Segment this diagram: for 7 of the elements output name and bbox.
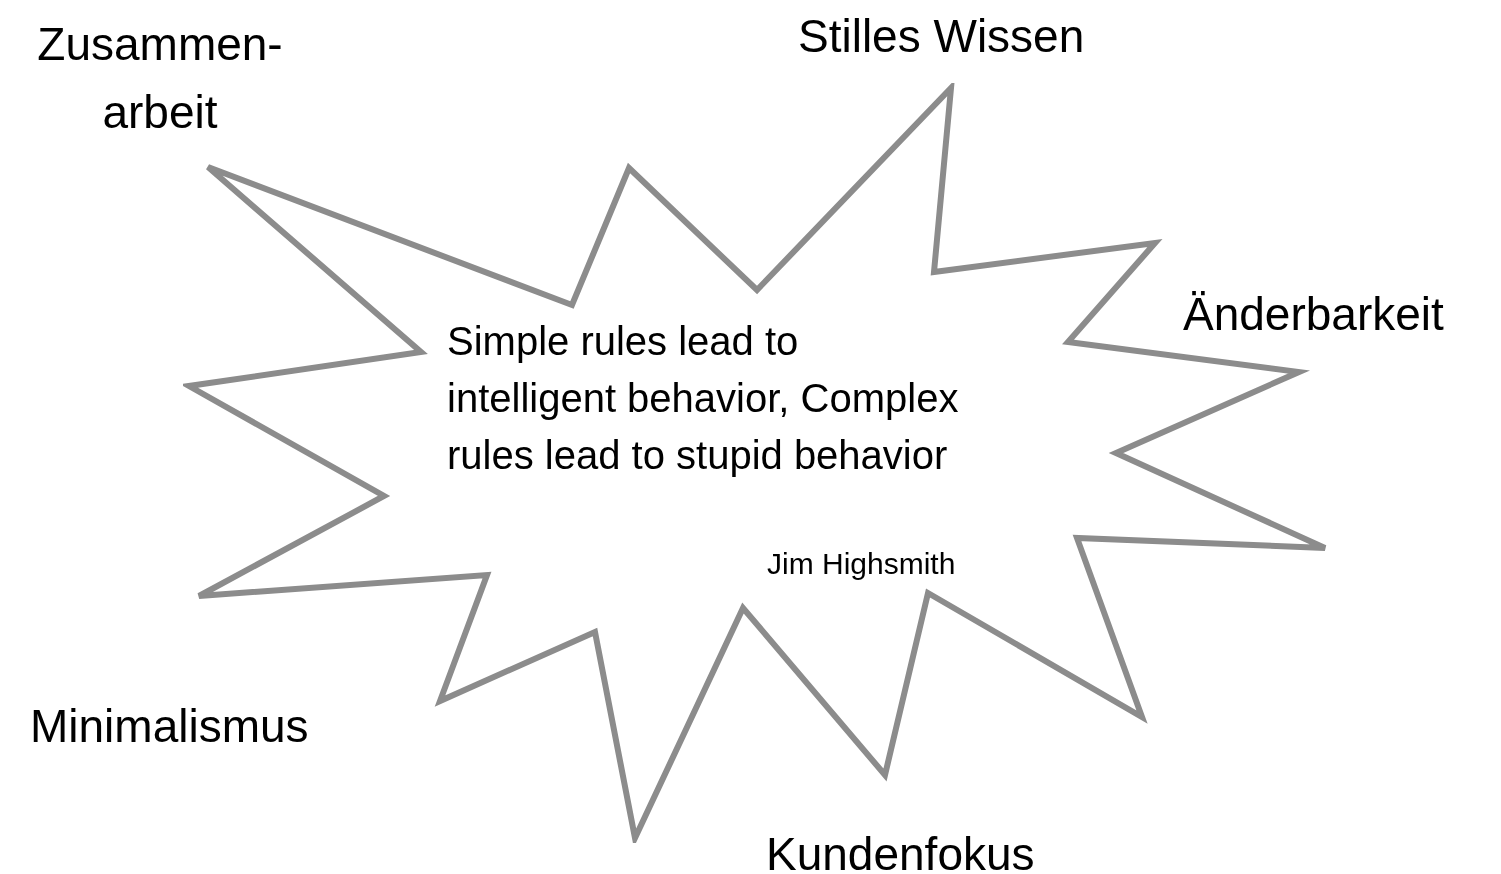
quote-text: Simple rules lead to intelligent behavior, Complex rules lead to stupid behavior [447,318,960,479]
author-name: Jim Highsmith [767,546,957,582]
category-label: Stilles Wissen [798,9,1086,64]
category-label: Änderbarkeit [1183,287,1445,342]
category-label: Minimalismus [30,699,310,754]
category-label: Zusammen- arbeit [36,17,284,140]
category-label: Kundenfokus [766,827,1036,874]
